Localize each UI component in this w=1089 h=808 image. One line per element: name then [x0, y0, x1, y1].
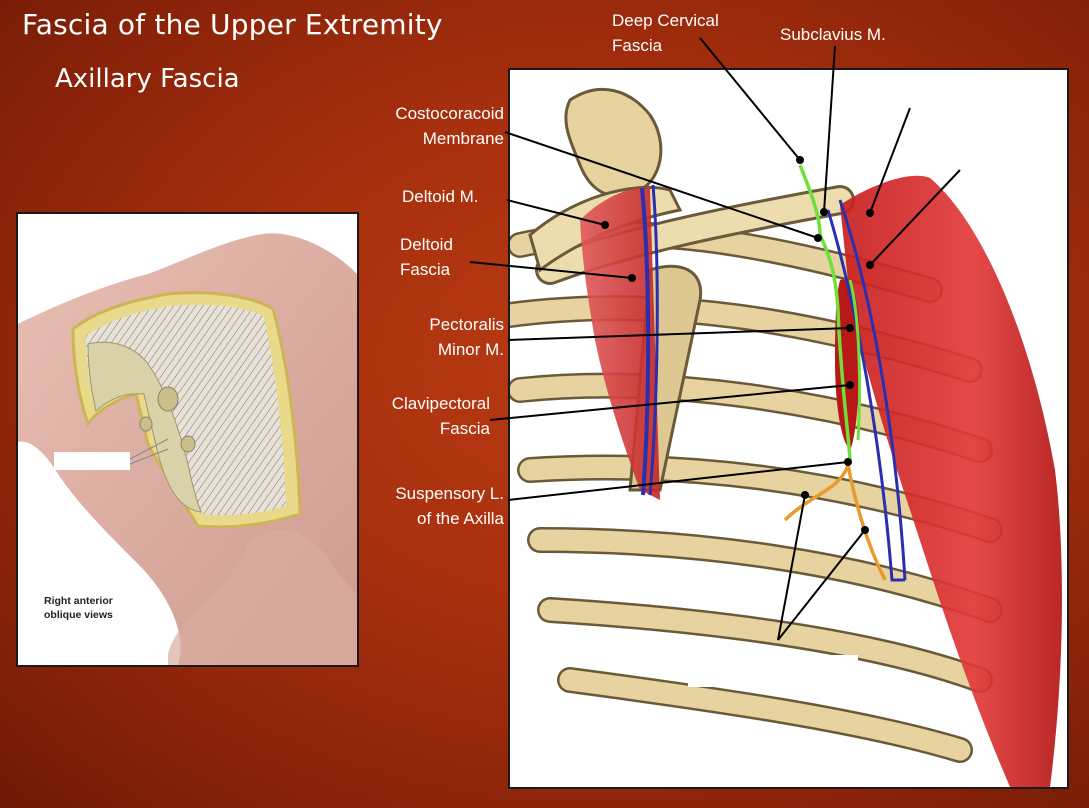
left-figure-panel: Right anterior oblique views	[16, 212, 359, 667]
label-deltoid-fascia-line-2: Fascia	[400, 260, 451, 279]
label-suspensory-line-2: of the Axilla	[417, 509, 504, 528]
label-pectoralis-major: Pectoralis Major M.	[866, 85, 1012, 104]
scapula	[564, 87, 663, 198]
label-pectoral-fascia: Pectoral Fascia	[907, 143, 1025, 162]
label-clavipectoral-fascia: Clavipectoral Fascia	[360, 391, 490, 441]
label-costocoracoid-membrane: Costocoracoid Membrane	[368, 101, 504, 151]
caption-line-1: Right anterior	[44, 595, 113, 607]
label-deep-cervical-fascia-line-2: Fascia	[612, 36, 663, 55]
right-figure-panel	[508, 68, 1069, 789]
label-suspensory-line-1: Suspensory L.	[395, 484, 504, 503]
label-subclavius: Subclavius M.	[780, 25, 886, 44]
caption-line-2: oblique views	[44, 609, 113, 621]
label-pectoralis-minor-line-1: Pectoralis	[429, 315, 504, 334]
figure-caption: Right anterior oblique views	[44, 594, 113, 622]
pectoralis-major-muscle	[840, 175, 1062, 787]
slide-title: Fascia of the Upper Extremity	[22, 8, 443, 41]
label-costocoracoid-line-1: Costocoracoid	[395, 104, 504, 123]
label-pectoralis-minor-line-2: Minor M.	[437, 340, 504, 359]
label-suspensory-ligament: Suspensory L. of the Axilla	[360, 481, 504, 531]
label-costocoracoid-line-2: Membrane	[422, 129, 504, 148]
label-deltoid-muscle: Deltoid M.	[402, 187, 479, 206]
suspensory-ligament-right	[846, 464, 887, 581]
label-clavipectoral-line-2: Fascia	[439, 419, 490, 438]
label-deep-cervical-fascia-line-1: Deep Cervical	[612, 11, 719, 30]
label-deep-cervical-fascia: Deep Cervical Fascia	[612, 8, 719, 58]
label-pectoralis-minor: Pectoralis Minor M.	[380, 312, 504, 362]
label-deltoid-fascia: Deltoid Fascia	[400, 232, 453, 282]
shoulder-dissection-illustration	[18, 233, 357, 665]
pectoral-fascia-line	[838, 199, 907, 581]
thorax-fascia-illustration	[510, 87, 1062, 787]
label-clavipectoral-line-1: Clavipectoral	[391, 394, 490, 413]
label-deltoid-fascia-line-1: Deltoid	[400, 235, 453, 254]
slide-subtitle: Axillary Fascia	[55, 64, 240, 94]
